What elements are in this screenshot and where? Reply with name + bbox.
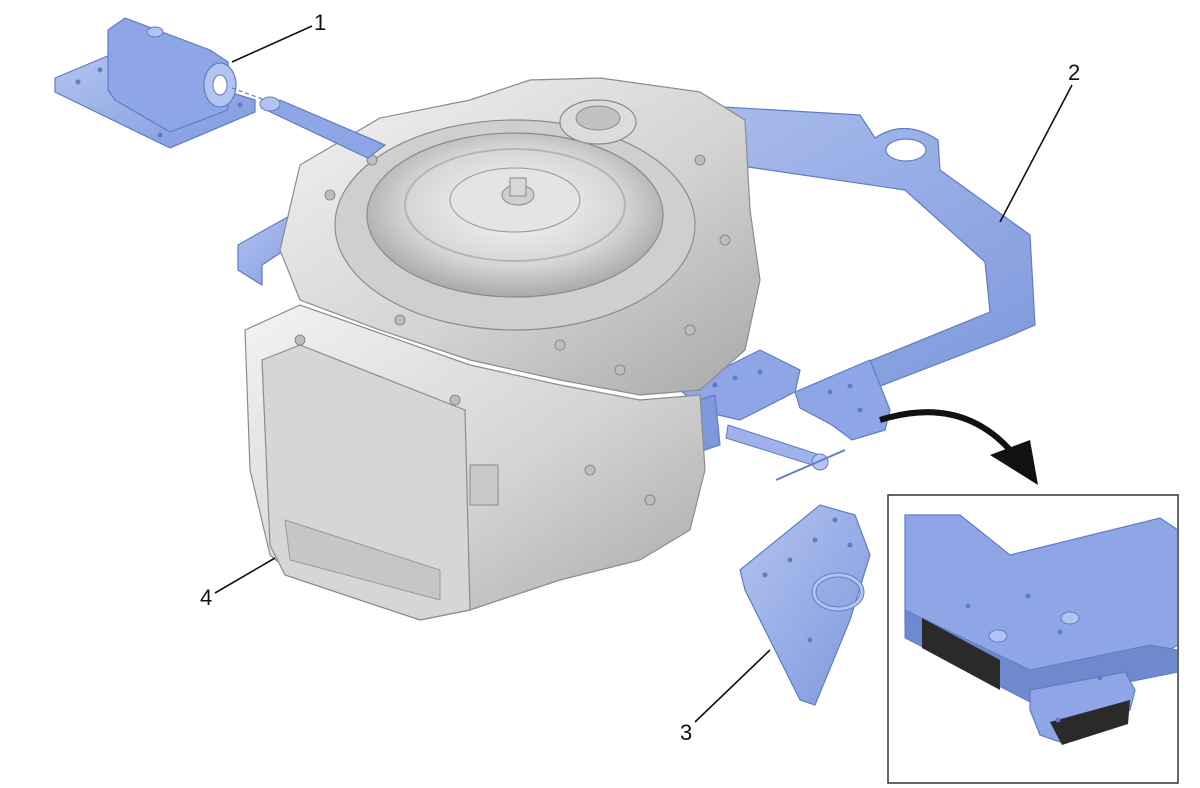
detail-inset	[887, 494, 1179, 784]
callout-label-4: 4	[200, 585, 212, 610]
callout-label-1: 1	[314, 10, 326, 35]
callout-label-2: 2	[1068, 60, 1080, 85]
callout-2: 2	[999, 60, 1080, 223]
callout-3: 3	[680, 649, 771, 745]
callout-label-3: 3	[680, 720, 692, 745]
lifting-bracket-3	[739, 504, 871, 706]
transmission-housing-4	[244, 77, 761, 621]
shaft-support-1	[54, 17, 387, 159]
curved-arrow-icon	[879, 409, 1038, 485]
callout-1: 1	[231, 10, 326, 63]
callout-4: 4	[200, 557, 276, 610]
